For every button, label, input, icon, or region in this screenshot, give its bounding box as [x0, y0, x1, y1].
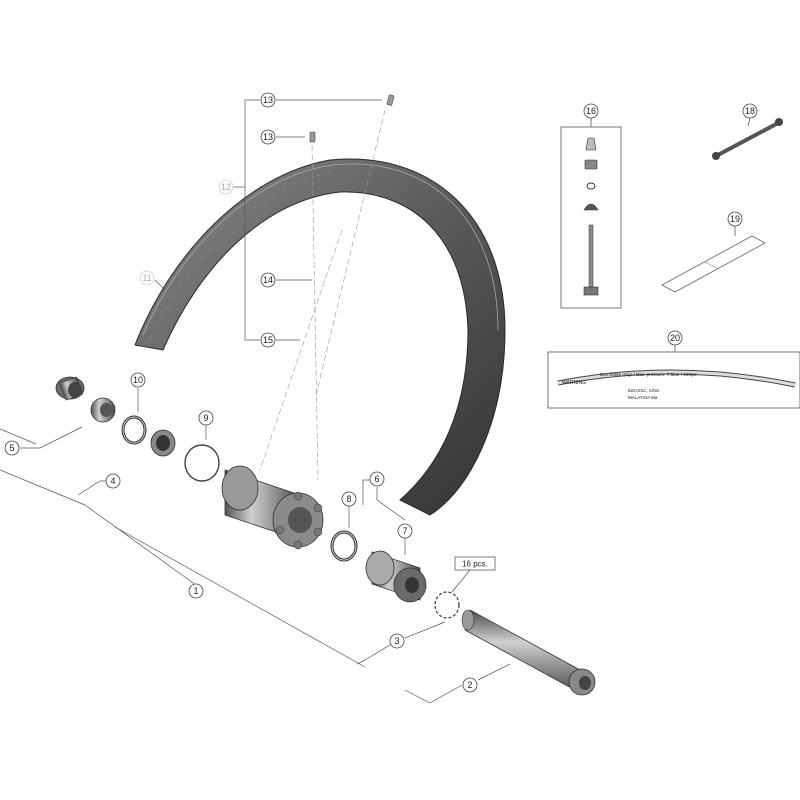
pawl-spring-ring [434, 591, 460, 619]
rim-decal-box: 20 WARNING Disc brake only! / Max. press… [547, 330, 800, 409]
svg-text:8: 8 [346, 494, 351, 504]
svg-text:16 pcs.: 16 pcs. [462, 560, 488, 569]
hub-body [221, 465, 324, 550]
spoke [315, 109, 386, 396]
decal-warning: WARNING [562, 380, 586, 386]
decal-disc-brake: Disc brake only! / Max. pressure: 7.5bar… [600, 372, 697, 377]
decal-origin: MALAYSIA Ma [628, 395, 658, 400]
spoke-nipple [309, 131, 316, 143]
left-end-cap [55, 376, 85, 401]
callout-2: 2 [462, 677, 478, 693]
quantity-note: 16 pcs. [454, 556, 496, 571]
svg-text:3: 3 [394, 636, 399, 646]
callout-7: 7 [397, 523, 413, 539]
callout-4: 4 [105, 473, 121, 489]
svg-text:13: 13 [263, 95, 273, 105]
callout-6: 6 [369, 471, 385, 487]
svg-text:11: 11 [142, 273, 151, 283]
callout-9: 9 [198, 410, 214, 426]
bearing [150, 429, 176, 457]
decal-size: 622×21C, C/No [628, 388, 660, 393]
axle [461, 609, 596, 696]
callout-1: 1 [188, 583, 204, 599]
callout-12: 12 [218, 179, 234, 195]
spoke [311, 144, 319, 481]
callout-13a: 13 [260, 92, 276, 108]
callout-3: 3 [389, 633, 405, 649]
svg-text:2: 2 [467, 680, 472, 690]
svg-text:9: 9 [203, 413, 208, 423]
svg-text:19: 19 [730, 214, 740, 224]
svg-text:16: 16 [586, 106, 596, 116]
svg-text:6: 6 [374, 474, 379, 484]
spoke-nipple [386, 94, 395, 106]
svg-text:15: 15 [263, 335, 273, 345]
locknut [90, 397, 116, 423]
callout-13b: 13 [260, 129, 276, 145]
valve-kit-box: 16 [560, 103, 622, 309]
callout-14: 14 [260, 272, 276, 288]
svg-text:1: 1 [193, 586, 198, 596]
svg-text:5: 5 [9, 443, 14, 453]
callout-15: 15 [260, 332, 276, 348]
callout-5: 5 [4, 440, 20, 456]
callout-leaders [0, 99, 511, 704]
svg-text:4: 4 [110, 476, 115, 486]
svg-text:18: 18 [745, 106, 755, 116]
svg-text:20: 20 [670, 333, 680, 343]
freehub-body [365, 550, 427, 603]
callout-8: 8 [341, 491, 357, 507]
svg-text:14: 14 [263, 275, 273, 285]
callout-10: 10 [130, 372, 146, 388]
tool-18: 18 [712, 103, 783, 160]
svg-text:7: 7 [402, 526, 407, 536]
spacer-ring [121, 415, 147, 445]
callout-11: 11 [139, 270, 155, 286]
rim [134, 158, 506, 516]
circlip [184, 444, 220, 482]
spoke [259, 229, 343, 471]
svg-text:10: 10 [133, 375, 143, 385]
svg-text:13: 13 [263, 132, 273, 142]
spacer-ring [330, 530, 358, 562]
svg-text:12: 12 [221, 182, 231, 192]
rim-tape: 19 [661, 211, 766, 293]
